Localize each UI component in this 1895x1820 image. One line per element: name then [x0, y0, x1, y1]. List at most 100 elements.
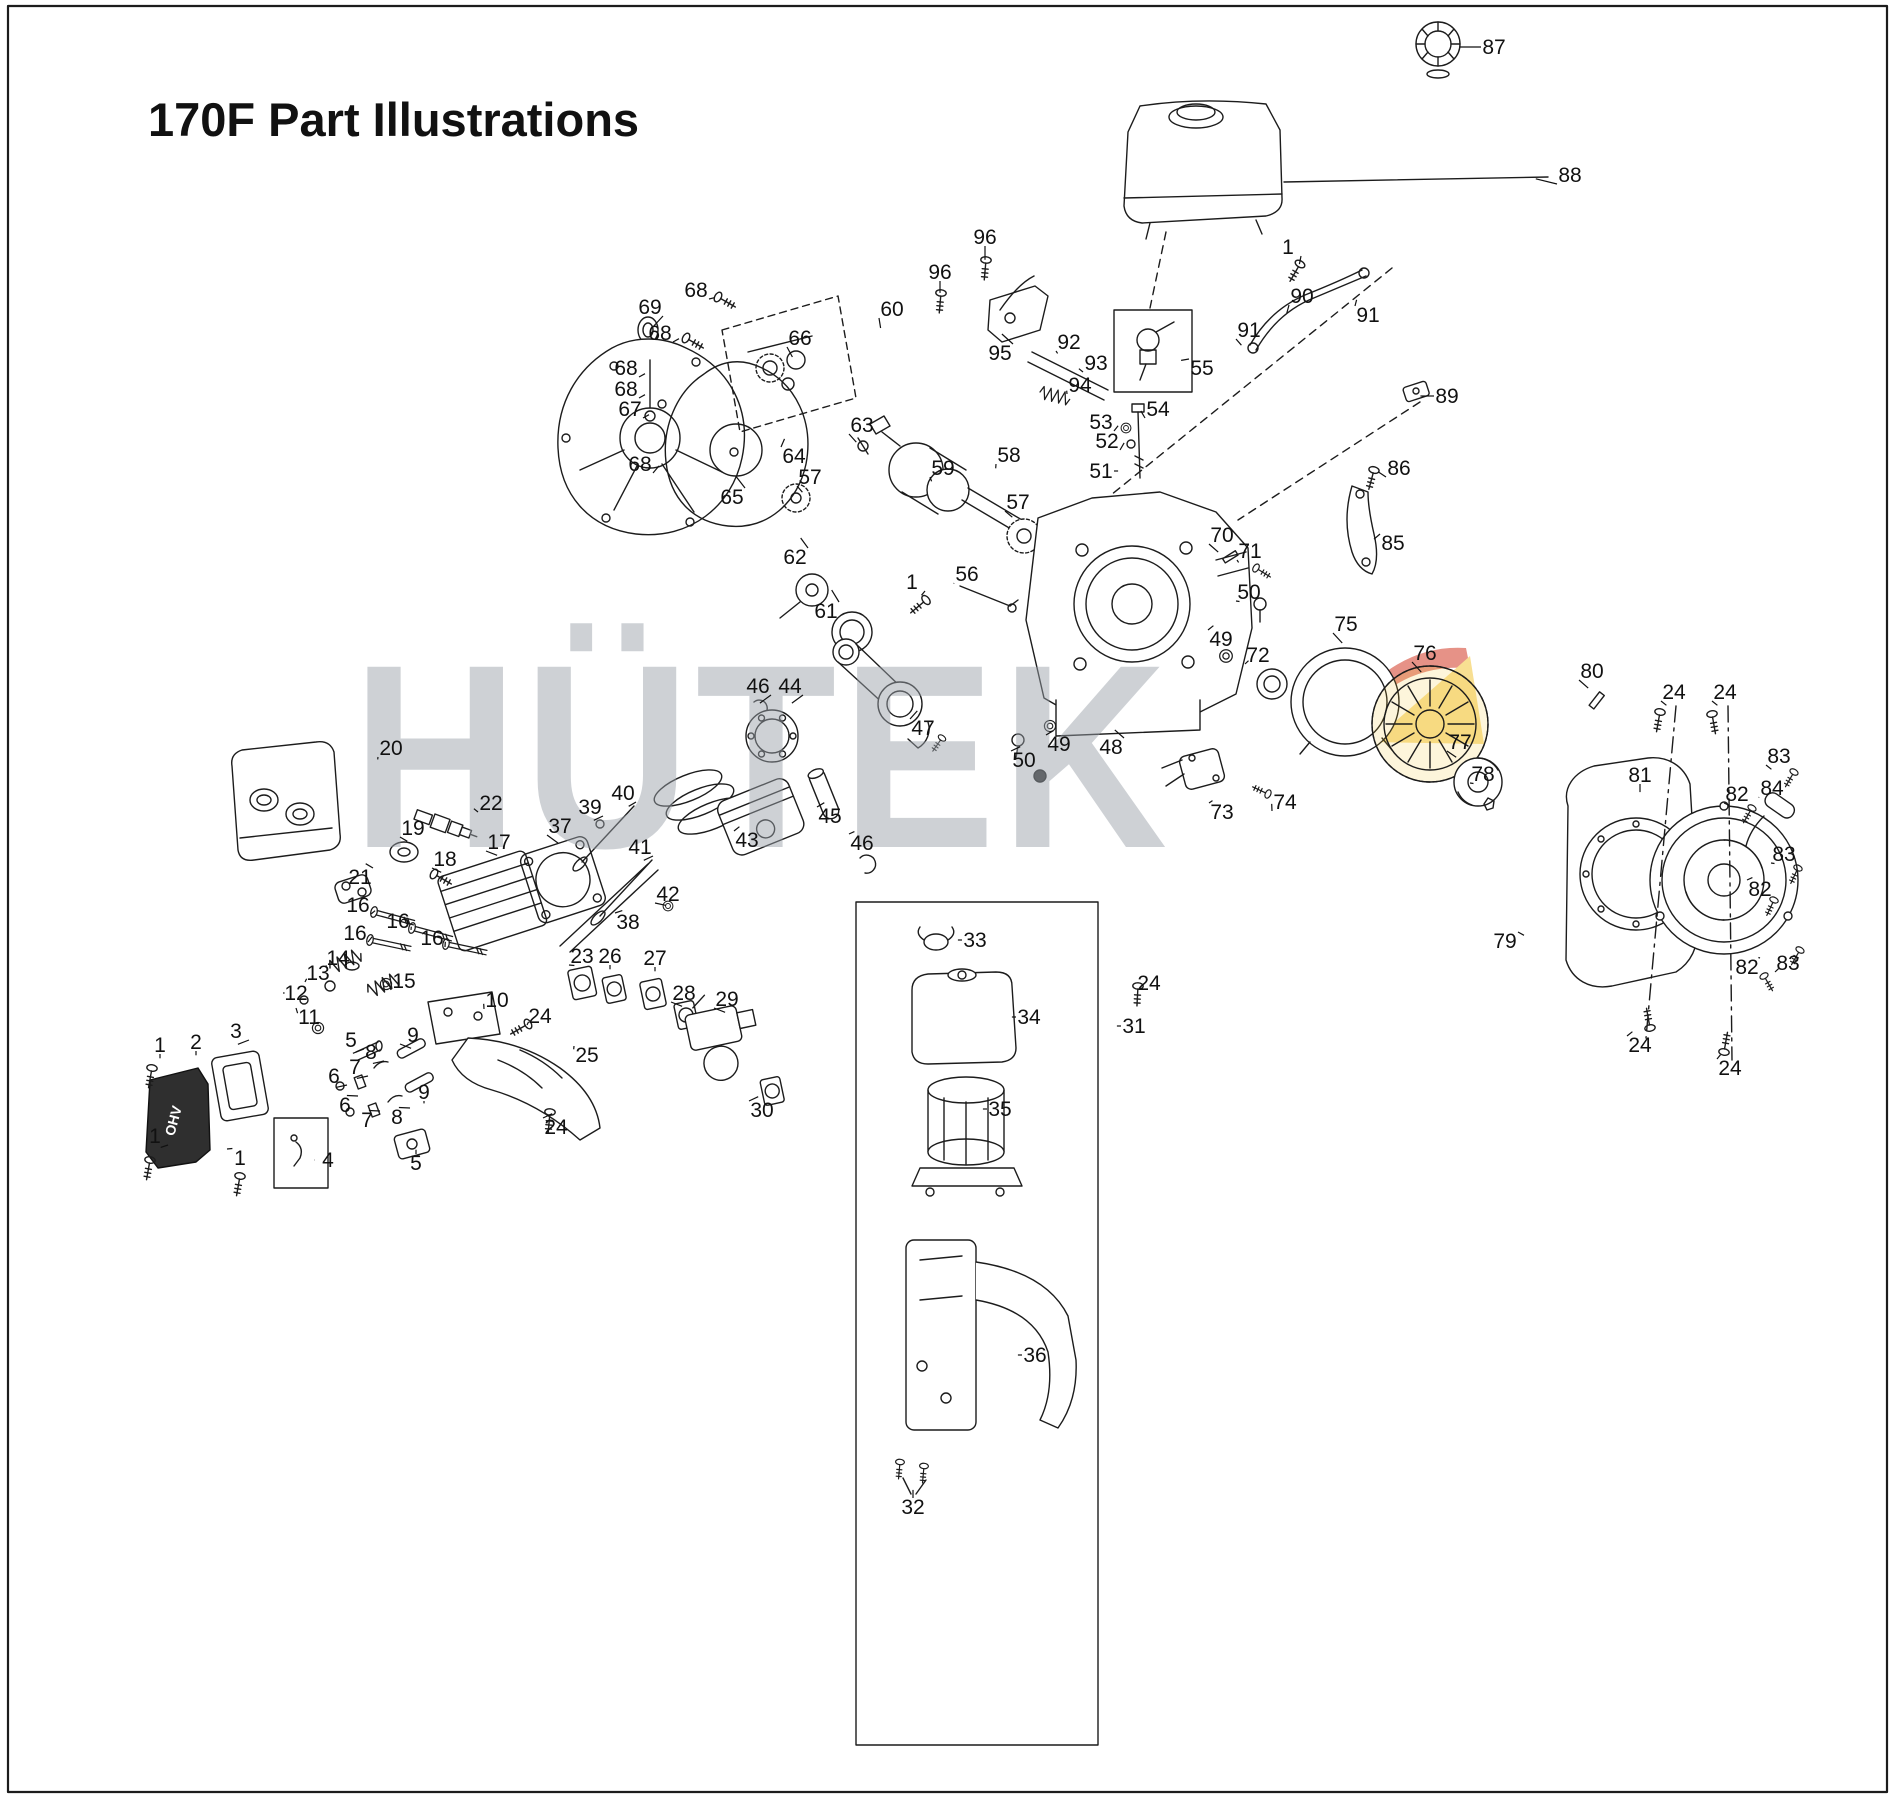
- callout-53: 53: [1089, 411, 1112, 434]
- ignition-coil-sketch: [1161, 748, 1273, 800]
- callout-leader-60: [878, 317, 882, 329]
- heat-shield-sketch: [451, 1037, 601, 1141]
- throttle-rods-sketch: [1027, 351, 1109, 407]
- callout-47: 47: [911, 717, 934, 740]
- cylinder-head-sketch: [437, 850, 548, 952]
- callout-4: 4: [322, 1149, 334, 1172]
- callout-leader-66: [786, 346, 793, 358]
- callout-leader-11: [295, 1007, 299, 1014]
- callout-leader-77: [1446, 750, 1457, 758]
- callout-leader-70: [1208, 543, 1219, 553]
- callout-51: 51: [1089, 460, 1112, 483]
- crankcase-sketch: [1025, 491, 1253, 737]
- callout-46: 46: [746, 675, 769, 698]
- callout-leader-52: [1119, 442, 1125, 451]
- callout-leader-88: [1535, 178, 1558, 185]
- callout-3: 3: [230, 1020, 242, 1043]
- callout-57: 57: [798, 466, 821, 489]
- callout-leader-85: [1373, 533, 1381, 540]
- callout-72: 72: [1246, 644, 1269, 667]
- valves-sketch: [572, 805, 674, 926]
- governor-bracket-sketch: [987, 275, 1049, 343]
- callout-37: 37: [548, 815, 571, 838]
- callout-leader-48: [1114, 729, 1125, 739]
- callout-19: 19: [401, 817, 424, 840]
- callout-leader-23: [568, 964, 575, 967]
- callout-leader-5: [352, 1048, 365, 1054]
- callout-52: 52: [1095, 430, 1118, 453]
- callout-leader-83: [1770, 862, 1775, 865]
- callout-16: 16: [343, 922, 366, 945]
- fuel-line-sketch: [1247, 267, 1370, 354]
- callout-leader-73: [1208, 800, 1213, 804]
- callout-9: 9: [407, 1024, 419, 1047]
- callout-49: 49: [1209, 628, 1232, 651]
- wing-nut-sketch: [917, 926, 955, 951]
- callout-leader-49: [1207, 625, 1214, 631]
- callout-86: 86: [1387, 457, 1410, 480]
- callout-84: 84: [1760, 777, 1784, 800]
- callout-10: 10: [485, 989, 508, 1012]
- callout-14: 14: [326, 947, 350, 970]
- callout-23: 23: [570, 945, 593, 968]
- callout-58: 58: [997, 444, 1020, 467]
- callout-leader-9: [399, 1043, 412, 1049]
- bowl-bolt-sketch: [1120, 403, 1145, 479]
- callout-leader-83: [1774, 968, 1779, 973]
- callout-24: 24: [1137, 972, 1161, 995]
- callout-16: 16: [346, 894, 369, 917]
- callout-77: 77: [1448, 731, 1471, 754]
- fuel-tank-sketch: [1123, 100, 1549, 240]
- callout-leader-47: [909, 710, 918, 720]
- callout-leader-68: [672, 338, 680, 343]
- callout-17: 17: [487, 831, 510, 854]
- callout-leader-7: [356, 1075, 369, 1079]
- callout-leader-93: [1078, 368, 1084, 373]
- callout-20: 20: [379, 737, 402, 760]
- callout-leader-1: [226, 1147, 233, 1150]
- callout-leader-80: [1578, 679, 1589, 689]
- callout-leader-7: [368, 1109, 381, 1112]
- plate-gasket-sketch: [211, 1050, 269, 1122]
- callout-93: 93: [1084, 352, 1107, 375]
- callout-leader-83: [1765, 764, 1772, 770]
- callout-79: 79: [1493, 930, 1516, 953]
- callout-32: 32: [901, 1496, 924, 1519]
- carb-gasket-sketch: [759, 1076, 785, 1106]
- callout-leader-79: [1517, 931, 1525, 936]
- callout-8: 8: [391, 1106, 403, 1129]
- callout-leader-62: [800, 537, 809, 549]
- starter-handle-sketch: [1745, 792, 1796, 847]
- callout-24: 24: [1628, 1034, 1652, 1057]
- callout-leader-75: [1332, 632, 1343, 644]
- callout-75: 75: [1334, 613, 1357, 636]
- callout-leader-57: [1004, 510, 1013, 518]
- callout-64: 64: [782, 445, 806, 468]
- callout-66: 66: [788, 327, 811, 350]
- callout-48: 48: [1099, 736, 1122, 759]
- tappet-sketch: [857, 437, 869, 455]
- callout-leader-6: [346, 1094, 359, 1097]
- callout-leader-59: [929, 476, 933, 482]
- callout-26: 26: [598, 945, 621, 968]
- callout-leader-28: [670, 1001, 683, 1007]
- connecting-rod-sketch: [832, 638, 948, 755]
- engine-side-plate-sketch: OHV: [145, 1067, 211, 1169]
- flywheel-sketch: [1371, 665, 1489, 783]
- starter-cup-sketch: [1453, 757, 1503, 811]
- callout-leader-6: [335, 1084, 348, 1088]
- callout-leader-68: [638, 373, 646, 378]
- callout-89: 89: [1435, 385, 1458, 408]
- tank-bracket-sketch: [1079, 231, 1430, 521]
- callout-leader-38: [614, 910, 623, 914]
- rocker-parts-sketch: [335, 1038, 434, 1118]
- callout-5: 5: [345, 1029, 357, 1052]
- callout-69: 69: [638, 296, 661, 319]
- recoil-starter-sketch: [1649, 801, 1799, 955]
- callout-31: 31: [1122, 1015, 1145, 1038]
- callout-leader-72: [1244, 660, 1249, 665]
- governor-clip-box: [273, 1117, 329, 1189]
- callout-40: 40: [611, 782, 634, 805]
